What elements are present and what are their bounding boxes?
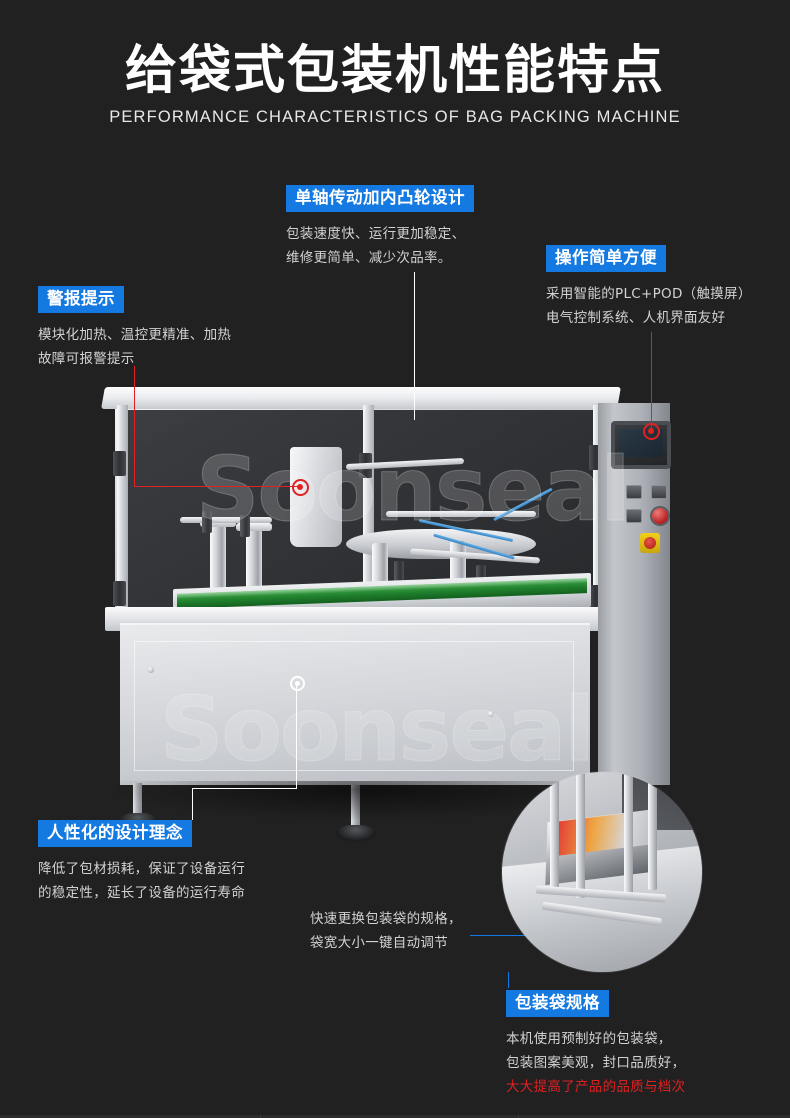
support-column-cap-2	[236, 523, 272, 531]
leader-line-design-stub	[192, 788, 194, 820]
callout-alarm-description: 模块化加热、温控更精准、加热 故障可报警提示	[38, 324, 231, 371]
callout-design: 人性化的设计理念 降低了包材损耗，保证了设备运行 的稳定性，延长了设备的运行寿命	[38, 820, 245, 906]
callout-bagspec: 包装袋规格 本机使用预制好的包装袋， 包装图案美观，封口品质好， 大大提高了产品…	[506, 990, 685, 1099]
transfer-arm-2	[345, 457, 465, 471]
bag-gripper-1	[202, 511, 212, 533]
callout-alarm-line2: 故障可报警提示	[38, 351, 135, 368]
target-dot-cabinet	[290, 676, 305, 691]
main-power-switch[interactable]	[640, 533, 660, 553]
cabinet-screw-1	[148, 667, 154, 673]
cabinet-screw-2	[488, 711, 494, 717]
door-hinge-upper-left	[113, 451, 126, 476]
callout-drive: 单轴传动加内凸轮设计 包装速度快、运行更加稳定、 维修更简单、减少次品率。	[286, 185, 474, 271]
inset-guide-rail-3	[624, 772, 633, 896]
bag-magazine-inset-photo	[502, 772, 702, 972]
callout-drive-line1: 包装速度快、运行更加稳定、	[286, 226, 466, 243]
door-hinge-lower-left	[113, 581, 126, 606]
inset-guide-rail-1	[550, 774, 559, 892]
callout-operation: 操作简单方便 采用智能的PLC+POD（触摸屏） 电气控制系统、人机界面友好	[546, 245, 752, 331]
leader-line-bagspec	[508, 972, 510, 988]
bag-gripper-3	[394, 561, 404, 583]
callout-bagchange: 快速更换包装袋的规格， 袋宽大小一键自动调节	[310, 908, 462, 955]
inset-guide-rail-4	[648, 774, 657, 890]
frame-post-left	[117, 405, 128, 625]
callout-operation-badge: 操作简单方便	[546, 245, 666, 273]
callout-bagspec-description: 本机使用预制好的包装袋， 包装图案美观，封口品质好， 大大提高了产品的品质与档次	[506, 1028, 685, 1099]
callout-operation-line2: 电气控制系统、人机界面友好	[546, 310, 726, 327]
bottom-divider-tick-1	[260, 1115, 261, 1118]
callout-alarm-line1: 模块化加热、温控更精准、加热	[38, 327, 232, 344]
callout-design-badge: 人性化的设计理念	[38, 820, 192, 848]
emergency-stop-button[interactable]	[652, 508, 668, 524]
leader-line-design-horizontal	[192, 788, 297, 790]
transfer-arm-3	[386, 511, 536, 517]
callout-bagspec-line3: 大大提高了产品的品质与档次	[506, 1078, 686, 1095]
machine-photo	[95, 385, 695, 925]
leader-line-drive	[414, 272, 416, 420]
page-title: 给袋式包装机性能特点	[124, 41, 665, 101]
page-subtitle: PERFORMANCE CHARACTERISTICS OF BAG PACKI…	[109, 107, 681, 126]
support-column-cap-1	[200, 519, 236, 527]
callout-drive-badge: 单轴传动加内凸轮设计	[286, 185, 474, 213]
hmi-touchscreen[interactable]	[611, 421, 671, 469]
inset-guide-rail-2	[576, 772, 585, 898]
filling-head	[290, 447, 342, 547]
leader-line-alarm-vertical	[134, 366, 136, 487]
enclosure-top-rail	[101, 387, 621, 409]
target-dot-heater	[292, 479, 309, 496]
bag-gripper-2	[240, 515, 250, 537]
target-dot-hmi	[643, 423, 660, 440]
frame-post-mid	[363, 405, 374, 627]
bottom-divider-tick-2	[518, 1115, 519, 1118]
control-button-2[interactable]	[651, 485, 667, 499]
callout-bagspec-line2: 包装图案美观，封口品质好，	[506, 1055, 686, 1072]
machine-foot-center	[336, 825, 376, 841]
callout-bagchange-line2: 袋宽大小一键自动调节	[310, 934, 448, 951]
callout-operation-line1: 采用智能的PLC+POD（触摸屏）	[546, 286, 752, 303]
callout-design-line1: 降低了包材损耗，保证了设备运行	[38, 861, 245, 878]
callout-design-line2: 的稳定性，延长了设备的运行寿命	[38, 885, 245, 902]
callout-drive-line2: 维修更简单、减少次品率。	[286, 250, 452, 267]
callout-drive-description: 包装速度快、运行更加稳定、 维修更简单、减少次品率。	[286, 223, 474, 270]
bottom-divider	[0, 1115, 790, 1118]
leader-line-alarm-horizontal	[134, 486, 299, 488]
callout-alarm: 警报提示 模块化加热、温控更精准、加热 故障可报警提示	[38, 286, 231, 372]
leader-line-design-vertical	[296, 684, 298, 789]
machine-base-cabinet	[120, 623, 590, 785]
page-header: 给袋式包装机性能特点 PERFORMANCE CHARACTERISTICS O…	[0, 44, 790, 127]
callout-bagchange-description: 快速更换包装袋的规格， 袋宽大小一键自动调节	[310, 908, 462, 955]
callout-operation-description: 采用智能的PLC+POD（触摸屏） 电气控制系统、人机界面友好	[546, 283, 752, 330]
callout-bagchange-line1: 快速更换包装袋的规格，	[310, 911, 462, 927]
callout-bagspec-badge: 包装袋规格	[506, 990, 609, 1018]
callout-bagspec-line1: 本机使用预制好的包装袋，	[506, 1031, 672, 1048]
callout-design-description: 降低了包材损耗，保证了设备运行 的稳定性，延长了设备的运行寿命	[38, 858, 245, 905]
transfer-arm-1	[180, 517, 272, 523]
control-button-3[interactable]	[626, 509, 642, 523]
bag-gripper-4	[476, 565, 486, 587]
callout-alarm-badge: 警报提示	[38, 286, 124, 314]
control-button-1[interactable]	[626, 485, 642, 499]
leader-line-operation	[651, 332, 653, 430]
